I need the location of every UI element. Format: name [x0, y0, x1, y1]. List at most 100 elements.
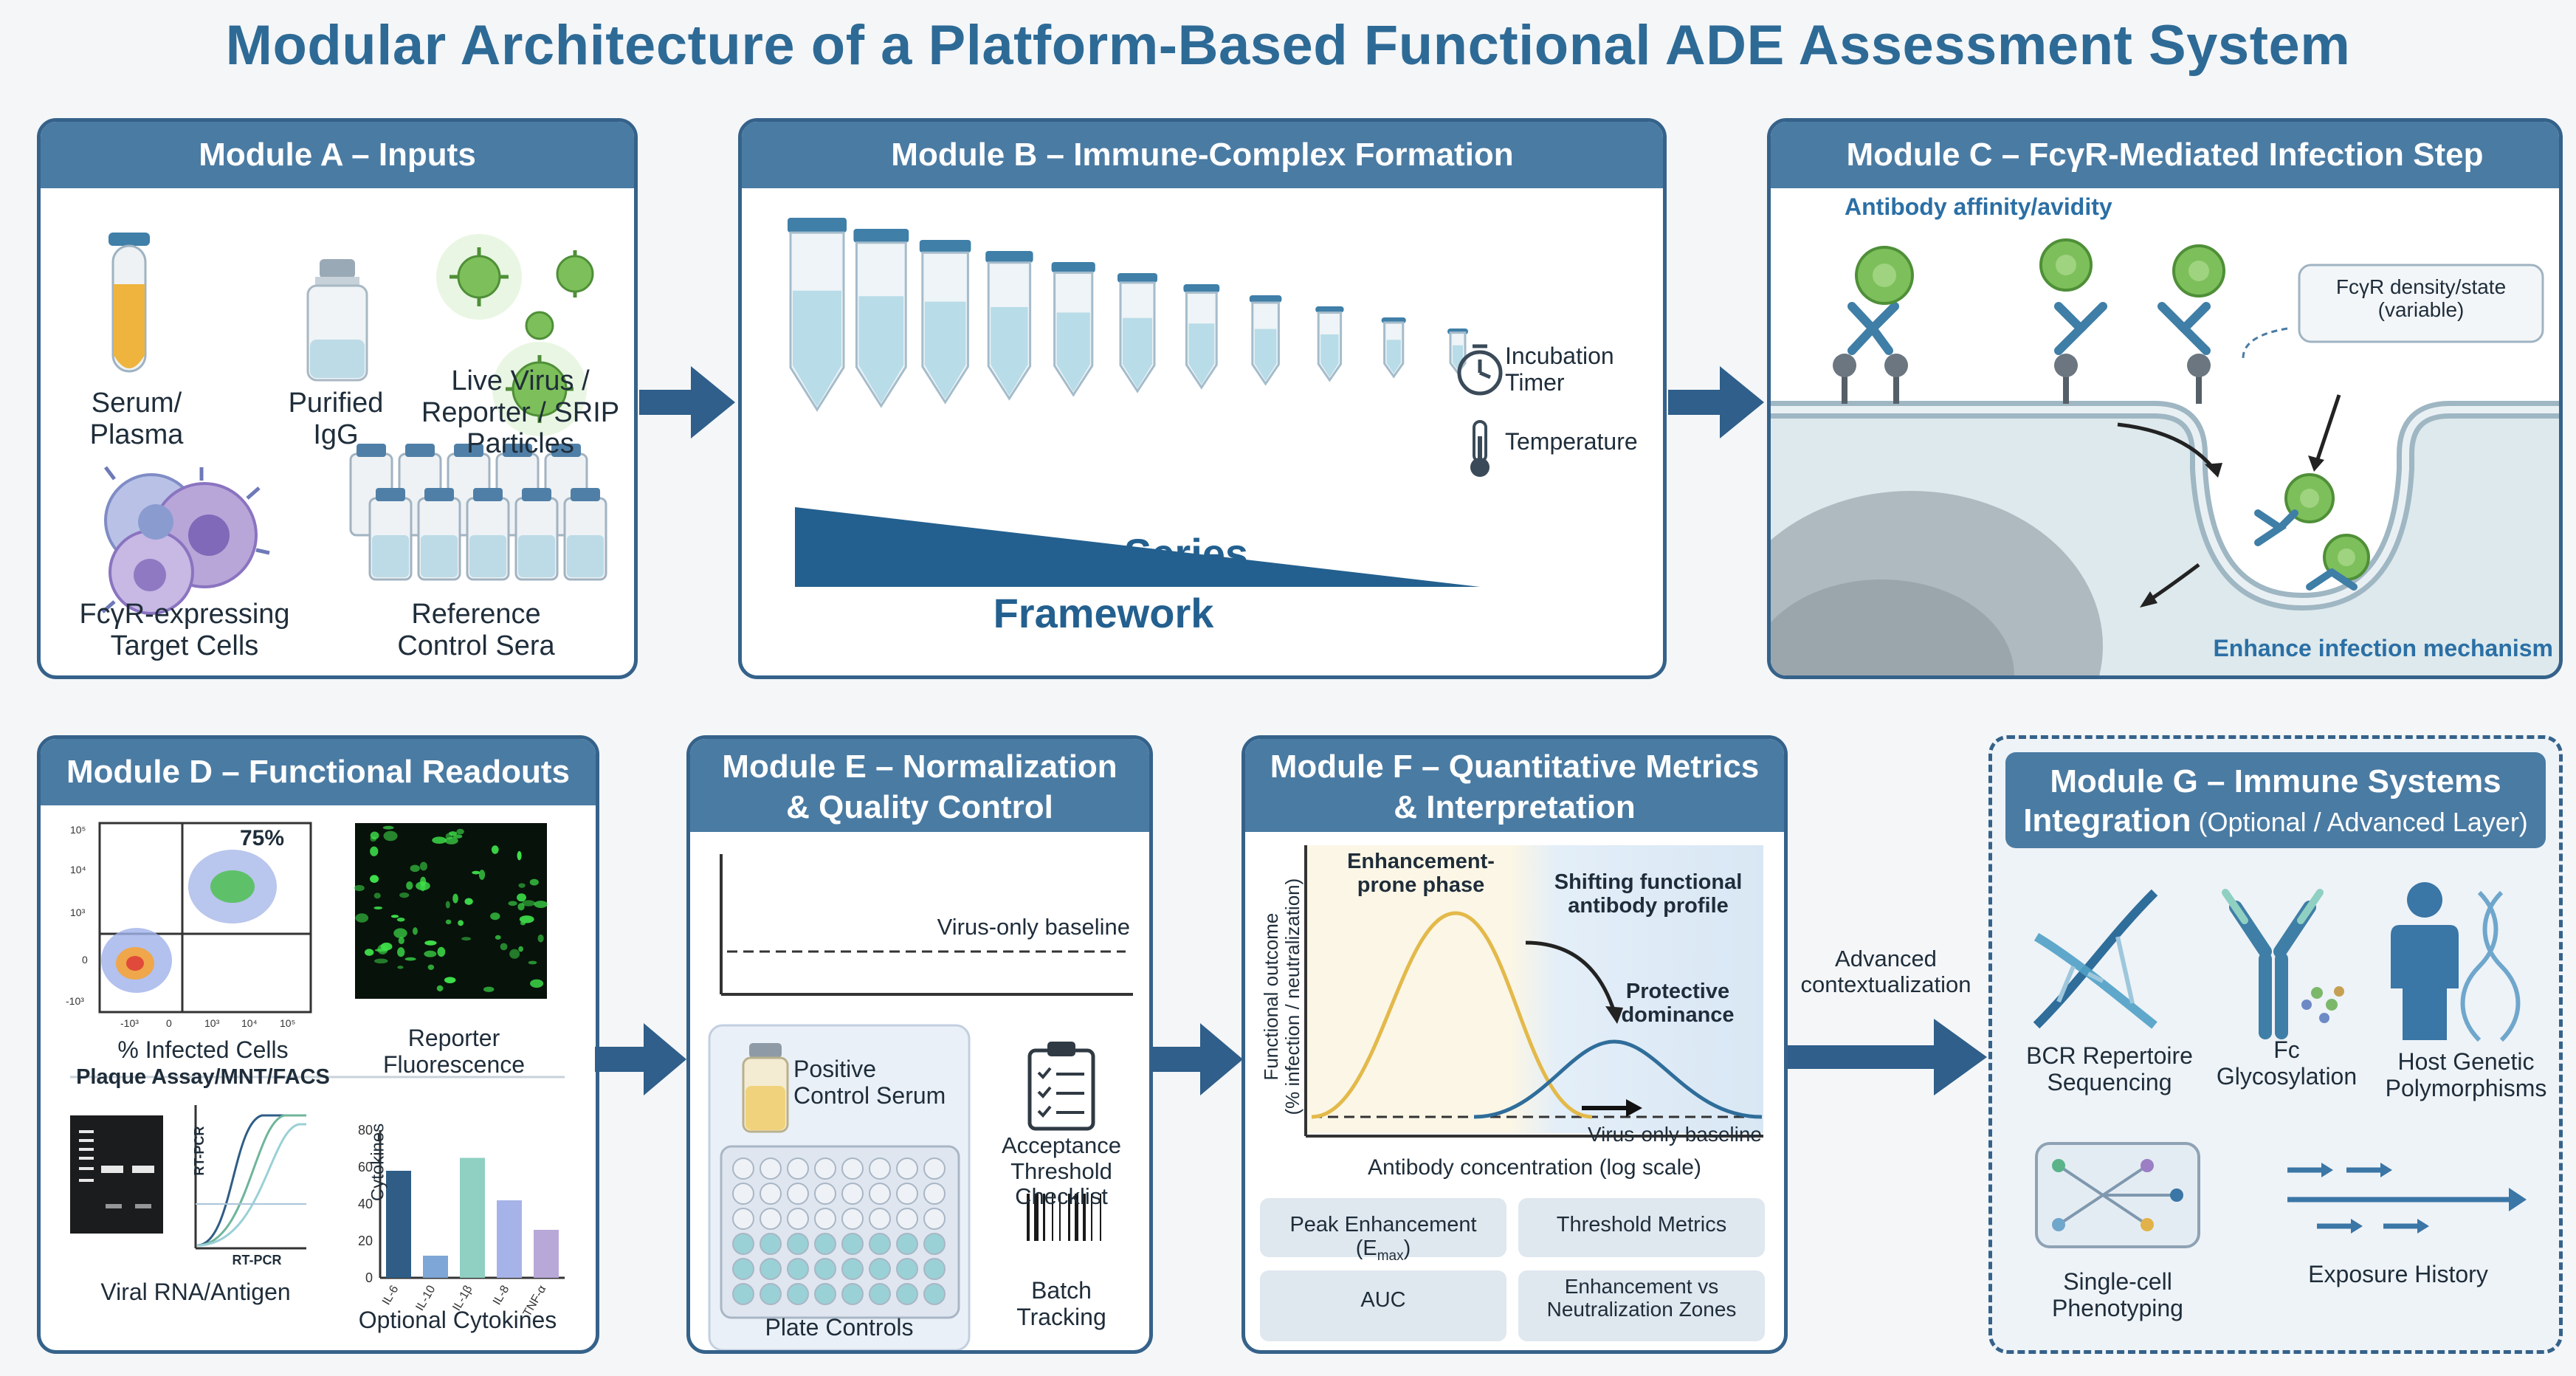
module-f-header: Module F – Quantitative Metrics & Interp… [1245, 739, 1784, 832]
fluorescent-cell [406, 881, 413, 890]
module-c-panel: Module C – FcγR-Mediated Infection Step [1767, 118, 2563, 679]
viral-rna-label: Viral RNA/Antigen [100, 1279, 291, 1305]
affinity-label: Antibody affinity/avidity [1845, 193, 2112, 220]
cells-label: FcγR-expressing Target Cells [79, 599, 290, 661]
svg-text:-10³: -10³ [66, 995, 84, 1007]
advanced-contextualization-label: Advanced contextualization [1800, 946, 1971, 997]
fluorescent-cell [478, 870, 486, 880]
fluorescent-cell [382, 825, 394, 830]
plate-well [732, 1283, 754, 1305]
fluorescent-cell [495, 935, 501, 940]
microfluidic-chip-icon [2035, 1142, 2200, 1248]
fluorescent-cell [370, 836, 377, 842]
cytokine-bar [534, 1230, 559, 1278]
plate-well [760, 1258, 782, 1280]
plate-well [787, 1157, 809, 1180]
plate-well [896, 1233, 918, 1255]
fluorescent-cell [444, 977, 456, 983]
batch-tracking-label: Batch Tracking [1016, 1277, 1106, 1330]
plate-well [841, 1183, 864, 1205]
target-cells-icon [101, 466, 270, 615]
module-e-panel: Module E – Normalization & Quality Contr… [686, 735, 1153, 1354]
cytokine-bar [497, 1200, 522, 1278]
plate-well [787, 1183, 809, 1205]
plate-well [841, 1208, 864, 1230]
fluorescent-cell [464, 898, 473, 905]
plate-well [760, 1283, 782, 1305]
cytokine-ytick: 80 [358, 1123, 373, 1138]
facs-percent-label: 75% [239, 826, 285, 850]
plate-well [814, 1258, 836, 1280]
fluorescent-cell [383, 830, 398, 842]
fluorescent-cell [354, 884, 365, 892]
svg-text:0: 0 [166, 1017, 172, 1029]
dilution-tube [1051, 262, 1095, 397]
cytokine-y-label: Cytokines [368, 1123, 388, 1202]
plate-well [869, 1283, 891, 1305]
plate-well [814, 1233, 836, 1255]
plate-well [923, 1233, 946, 1255]
fluorescent-cell [448, 831, 458, 836]
igg-label: Purified IgG [288, 388, 384, 450]
dilution-tube [1447, 328, 1468, 375]
plate-well [732, 1183, 754, 1205]
fluorescent-cell [490, 912, 500, 921]
fluorescent-cell [364, 949, 374, 956]
positive-control-label: Positive Control Serum [793, 1056, 946, 1109]
fluorescent-cell [377, 944, 388, 954]
fluorescence-image [354, 823, 548, 999]
virus-baseline-label: Virus-only baseline [937, 914, 1130, 940]
rtpcr-curves [194, 1105, 306, 1250]
thermometer-icon [1470, 420, 1490, 477]
plate-well [841, 1283, 864, 1305]
module-b-panel: Module B – Immune-Complex Formation Incu… [738, 118, 1667, 679]
single-cell-label: Single-cell Phenotyping [2052, 1268, 2183, 1321]
fluorescent-cell [437, 946, 446, 957]
virus-particles-icon [436, 234, 594, 436]
fluorescent-cell [529, 878, 539, 886]
dna-helix-icon [2033, 889, 2158, 1029]
fluorescent-cell [534, 901, 548, 908]
cytokine-ytick: 60 [358, 1160, 373, 1174]
dilution-tube [919, 240, 971, 405]
rtpcr-x-label: RT-PCR [232, 1253, 282, 1267]
igg-vial-icon [306, 259, 368, 382]
optional-cytokines-label: Optional Cytokines [358, 1307, 557, 1333]
rtpcr-axis-label: RT-PCR [191, 1126, 207, 1176]
svg-text:10⁵: 10⁵ [280, 1017, 295, 1029]
plate-well [814, 1157, 836, 1180]
cytokine-bar [386, 1171, 411, 1278]
module-f-panel: Module F – Quantitative Metrics & Interp… [1241, 735, 1788, 1354]
fluorescent-cell [522, 900, 536, 907]
fluorescent-cell [373, 906, 383, 910]
plate-well [732, 1208, 754, 1230]
control-sera-label: Reference Control Sera [397, 599, 555, 661]
infection-mechanism-illustration [1771, 188, 2559, 675]
cytokine-xtick: IL-8 [491, 1283, 512, 1307]
fluorescent-cell [508, 901, 517, 907]
exposure-history-arrows [2287, 1163, 2527, 1234]
barcode-icon [1027, 1194, 1101, 1241]
plate-well [814, 1208, 836, 1230]
fluorescent-cell [370, 846, 379, 856]
dilution-gradient-wedge [795, 507, 1480, 587]
dilution-tube [1117, 273, 1157, 393]
fluorescent-cell [398, 937, 404, 945]
fluorescent-cell [500, 943, 508, 951]
fluorescent-cell [427, 964, 435, 971]
module-a-panel: Module A – Inputs [37, 118, 638, 679]
plate-well [923, 1157, 946, 1180]
fluorescent-cell [370, 875, 379, 883]
fluorescent-cell [530, 979, 544, 988]
fluorescent-cell [461, 937, 472, 941]
plate-well [760, 1233, 782, 1255]
serum-tube-icon [109, 233, 150, 373]
plate-well [896, 1157, 918, 1180]
host-genetic-label: Host Genetic Polymorphisms [2385, 1048, 2547, 1101]
exposure-history-label: Exposure History [2308, 1261, 2488, 1287]
fluorescent-cell [436, 985, 444, 991]
fluorescent-cell [373, 892, 381, 899]
